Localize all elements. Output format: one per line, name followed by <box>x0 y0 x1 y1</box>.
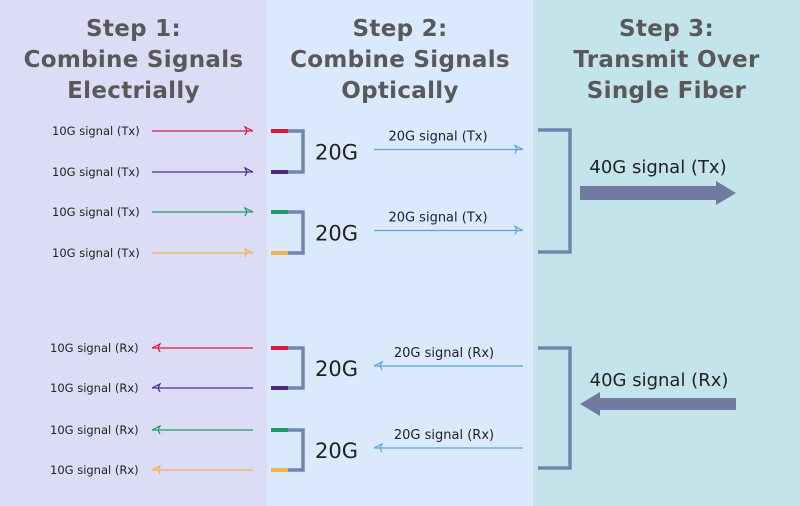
step2-heading: Step 2: Combine Signals Optically <box>267 14 533 107</box>
tx-10g-arrow-1-head <box>243 166 254 177</box>
step1-heading: Step 1: Combine Signals Electrially <box>0 14 267 107</box>
tx-optical-arrow-0-head <box>513 144 524 154</box>
tx-20g-label-0: 20G signal (Tx) <box>388 130 487 145</box>
step3-subtitle-line1: Transmit Over <box>573 47 760 73</box>
rx-10g-arrow-1-head <box>151 382 162 393</box>
tx-10g-arrow-2-head <box>243 206 254 217</box>
step2-panel: Step 2: Combine Signals Optically <box>267 0 533 506</box>
step3-subtitle-line2: Single Fiber <box>586 78 747 104</box>
rx-20g-label-1: 20G signal (Rx) <box>394 428 494 443</box>
tx-10g-arrow-3-head <box>243 247 254 258</box>
rx-fiber-arrow <box>580 392 736 416</box>
step1-title: Step 1: <box>86 16 181 42</box>
rx-10g-label-2: 10G signal (Rx) <box>50 423 139 437</box>
step3-heading: Step 3: Transmit Over Single Fiber <box>533 14 800 107</box>
tx-10g-label-2: 10G signal (Tx) <box>52 205 140 219</box>
rx-rate-0: 20G <box>315 357 358 381</box>
tx-10g-arrow-2 <box>152 206 254 217</box>
rx-10g-arrow-3-head <box>151 464 162 475</box>
rx-optical-arrow-1-head <box>373 442 384 453</box>
tx-10g-label-1: 10G signal (Tx) <box>52 165 140 179</box>
step2-subtitle-line2: Optically <box>341 78 459 104</box>
tx-10g-label-3: 10G signal (Tx) <box>52 246 140 260</box>
step2-title: Step 2: <box>352 16 448 42</box>
step3-title: Step 3: <box>619 16 714 42</box>
rx-fiber-label: 40G signal (Rx) <box>590 370 729 391</box>
rx-10g-arrow-1 <box>151 382 253 393</box>
tx-fiber-label: 40G signal (Tx) <box>589 157 726 178</box>
tx-10g-arrow-1 <box>152 166 254 177</box>
step1-subtitle-line1: Combine Signals <box>23 47 244 73</box>
step3-panel: Step 3: Transmit Over Single Fiber <box>533 0 800 506</box>
tx-combiner-1-bracket <box>288 210 305 255</box>
tx-10g-arrow-0 <box>152 125 254 136</box>
tx-combiner-0-bracket <box>288 129 305 174</box>
rx-10g-label-0: 10G signal (Rx) <box>50 341 139 355</box>
rx-20g-label-0: 20G signal (Rx) <box>394 346 494 361</box>
rx-optical-arrow-1 <box>373 442 523 453</box>
rx-10g-label-3: 10G signal (Rx) <box>50 463 139 477</box>
tx-10g-arrow-0-head <box>243 125 254 136</box>
rx-10g-label-1: 10G signal (Rx) <box>50 381 139 395</box>
tx-rate-0: 20G <box>315 141 358 165</box>
rx-10g-arrow-3 <box>151 464 253 475</box>
tx-rate-1: 20G <box>315 222 358 246</box>
rx-10g-arrow-2-head <box>151 424 162 435</box>
tx-optical-arrow-1-head <box>513 225 524 235</box>
rx-10g-arrow-0-head <box>151 342 162 353</box>
tx-10g-arrow-3 <box>152 247 254 258</box>
tx-optical-arrow-0 <box>374 144 524 154</box>
rx-rate-1: 20G <box>315 439 358 463</box>
rx-optical-arrow-0 <box>373 360 523 371</box>
step1-subtitle-line2: Electrially <box>67 78 200 104</box>
rx-10g-arrow-2 <box>151 424 253 435</box>
tx-mux-bracket <box>538 128 572 254</box>
tx-optical-arrow-1 <box>374 225 524 235</box>
tx-fiber-arrow <box>580 181 736 205</box>
tx-10g-label-0: 10G signal (Tx) <box>52 124 140 138</box>
step2-subtitle-line1: Combine Signals <box>290 47 510 73</box>
rx-combiner-1-bracket <box>288 428 305 472</box>
rx-combiner-0-bracket <box>288 346 305 390</box>
tx-20g-label-1: 20G signal (Tx) <box>388 211 487 226</box>
rx-10g-arrow-0 <box>151 342 253 353</box>
rx-mux-bracket <box>538 346 572 470</box>
rx-optical-arrow-0-head <box>373 360 384 371</box>
